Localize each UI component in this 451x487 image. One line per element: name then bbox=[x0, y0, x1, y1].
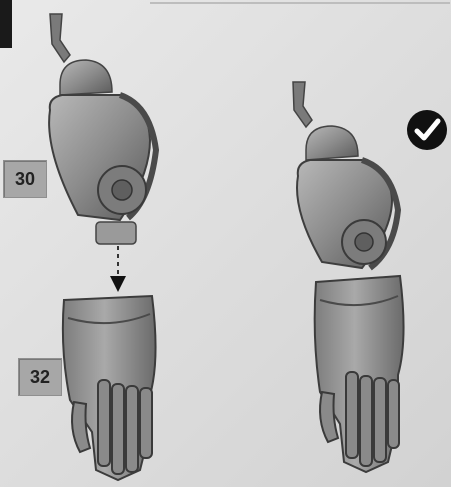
assembled-arm bbox=[293, 82, 404, 472]
elbow-hub-left bbox=[112, 180, 132, 200]
elbow-hub-right bbox=[355, 233, 373, 251]
checkmark-circle-icon bbox=[405, 108, 449, 152]
hose-left bbox=[50, 14, 70, 62]
glove-part-32 bbox=[63, 296, 156, 480]
elbow-peg-left bbox=[96, 222, 136, 244]
hose-right bbox=[293, 82, 312, 127]
shoulder-dome-right bbox=[306, 126, 358, 160]
shoulder-dome-left bbox=[60, 60, 112, 95]
arrow-down-icon bbox=[110, 276, 126, 292]
arm-part-30 bbox=[49, 14, 156, 292]
